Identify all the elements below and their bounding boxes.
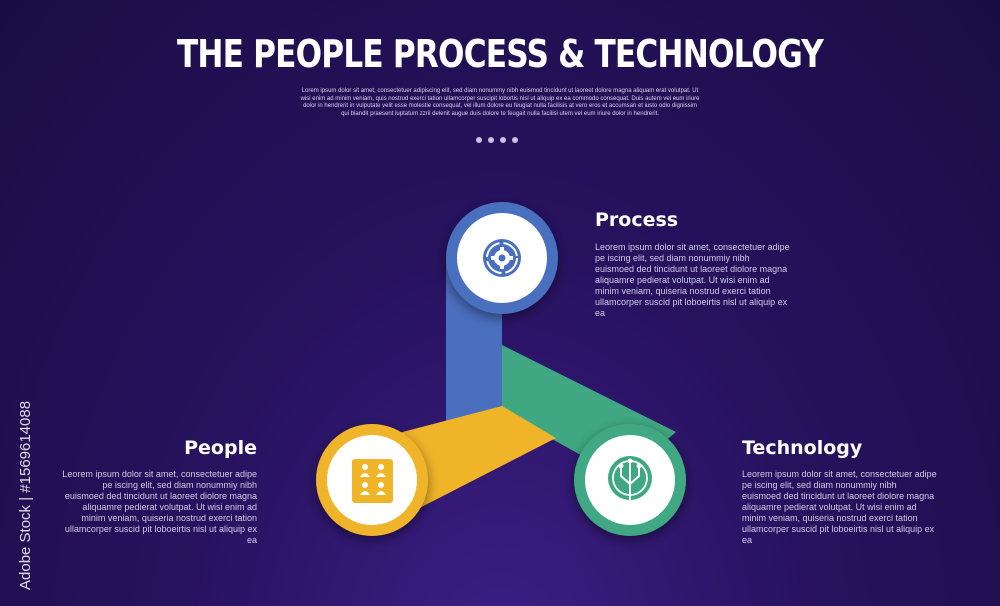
technology-description: Leorem ipsum dolor sit amet, consectetue… <box>742 469 937 545</box>
pagination-dots <box>476 137 518 143</box>
people-heading: People <box>184 437 257 459</box>
people-group-icon <box>352 459 393 503</box>
pagination-dot <box>476 137 482 143</box>
page-title: THE PEOPLE PROCESS & TECHNOLOGY <box>176 32 824 76</box>
pagination-dot <box>512 137 518 143</box>
watermark-text: Adobe Stock | #1569614088 <box>17 400 34 590</box>
intro-text: Lorem ipsum dolor sit amet, consectetuer… <box>300 88 700 117</box>
process-heading: Process <box>595 209 679 231</box>
pagination-dot <box>500 137 506 143</box>
pagination-dot <box>488 137 494 143</box>
process-description: Leorem ipsum dolor sit amet, consectetue… <box>595 242 790 318</box>
circuit-tree-icon <box>608 456 652 500</box>
gear-cycle-icon <box>483 239 521 277</box>
people-description: Leorem ipsum dolor sit amet, consectetue… <box>62 469 257 545</box>
technology-heading: Technology <box>742 437 863 459</box>
stock-watermark: Adobe Stock | #1569614088 <box>12 360 36 590</box>
